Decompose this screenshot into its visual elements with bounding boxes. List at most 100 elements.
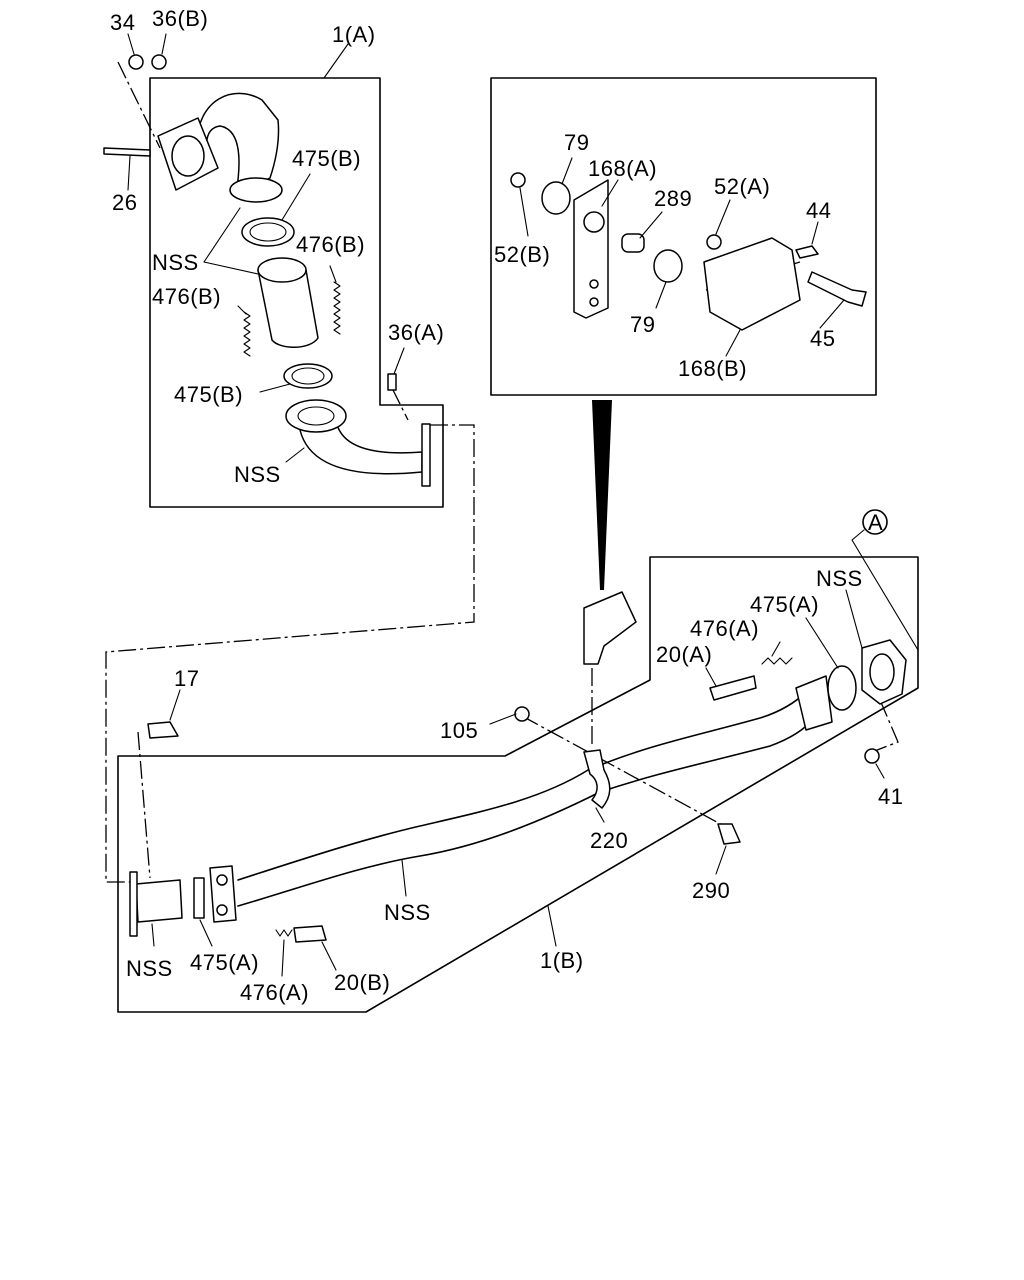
- bracket-168b: [703, 237, 801, 331]
- bolt-17: [147, 721, 179, 739]
- callout-44: 44: [806, 198, 831, 223]
- leader-41: [875, 763, 885, 779]
- callout-1a: 1(A): [332, 22, 376, 47]
- callout-168b: 168(B): [678, 356, 747, 381]
- spring-476a-upper: [761, 657, 793, 665]
- callout-475a-upper: 475(A): [750, 592, 819, 617]
- bolt-44: [795, 245, 819, 259]
- flange-center-line: [871, 699, 899, 753]
- leader-1a: [323, 43, 349, 79]
- callout-36a: 36(A): [388, 320, 444, 345]
- front-pipe-flange-plate-left: [129, 871, 138, 937]
- leader-20a: [705, 667, 717, 687]
- leader-79-lower: [655, 281, 667, 309]
- leader-26: [127, 155, 131, 191]
- hanger-bracket-bolt-hole-2: [589, 297, 599, 307]
- callout-168a: 168(A): [588, 156, 657, 181]
- callout-nss-4: NSS: [384, 900, 431, 925]
- callout-26: 26: [112, 190, 137, 215]
- leader-475b-lower: [259, 383, 291, 393]
- leader-nss-1: [203, 207, 259, 275]
- callout-476b-right: 476(B): [296, 232, 365, 257]
- leader-nss-4: [401, 859, 407, 897]
- callout-52b: 52(B): [494, 242, 550, 267]
- callout-34: 34: [110, 10, 135, 35]
- callout-36b: 36(B): [152, 6, 208, 31]
- spring-476a-lower: [275, 929, 293, 937]
- leader-79-upper: [561, 157, 573, 185]
- callout-20b: 20(B): [334, 970, 390, 995]
- washer-34: [128, 54, 144, 70]
- callout-20a: 20(A): [656, 642, 712, 667]
- detail-inset-frame: [490, 77, 877, 396]
- callout-476b-left: 476(B): [152, 284, 221, 309]
- callout-220: 220: [590, 828, 628, 853]
- leader-45: [819, 299, 845, 329]
- elbow-flange-hole: [171, 135, 205, 177]
- elbow-outlet-ring: [229, 177, 283, 203]
- spring-476b-left: [243, 311, 251, 357]
- leader-476a-lower: [281, 939, 285, 977]
- callout-41: 41: [878, 784, 903, 809]
- leader-475a-lower: [199, 919, 213, 947]
- leader-nss-3: [845, 589, 863, 649]
- front-pipe-flange-left: [135, 879, 183, 923]
- callout-nss-2: NSS: [234, 462, 281, 487]
- pipe-outlet-flange-right: [795, 675, 833, 731]
- clamp-center-line: [391, 387, 409, 421]
- callout-45: 45: [810, 326, 835, 351]
- hanger-bracket-168a: [573, 179, 609, 319]
- rubber-mount-79-upper: [541, 181, 571, 215]
- leader-476b-left: [237, 305, 247, 315]
- hanger-bracket-bolt-hole-1: [589, 279, 599, 289]
- bolt-290: [717, 823, 741, 845]
- leader-476b-right: [329, 265, 337, 283]
- front-pipe-end-flange: [421, 423, 431, 487]
- nut-52b: [510, 172, 526, 188]
- leader-220: [595, 807, 605, 823]
- callout-475b-upper: 475(B): [292, 146, 361, 171]
- leader-52a: [715, 199, 731, 235]
- leader-36a: [393, 347, 405, 375]
- spring-476b-right: [333, 281, 341, 335]
- leader-105: [489, 713, 517, 725]
- nut-52a: [706, 234, 722, 250]
- leader-476a-upper: [771, 641, 781, 657]
- bolt-center-line-105-290: [521, 715, 725, 827]
- leader-20b: [321, 941, 337, 971]
- front-pipe-lower-edge: [237, 717, 815, 907]
- bolt-20b: [293, 925, 327, 943]
- nut-41: [864, 748, 880, 764]
- group-frame-1b: [117, 556, 919, 1013]
- stud-26: [103, 147, 151, 157]
- rubber-mount-79-lower: [653, 249, 683, 283]
- callout-nss-1: NSS: [152, 250, 199, 275]
- leader-475a-upper: [805, 617, 839, 669]
- leader-168b: [725, 329, 741, 357]
- gasket-475b-lower-inner: [291, 367, 325, 385]
- bolt-center-line-17: [137, 731, 151, 879]
- gasket-475a-lower: [193, 877, 205, 919]
- callout-17: 17: [174, 666, 199, 691]
- hanger-220: [583, 749, 611, 809]
- callout-289: 289: [654, 186, 692, 211]
- reference-circle-a: [862, 509, 888, 535]
- leader-nss-2: [285, 447, 305, 463]
- callout-1b: 1(B): [540, 948, 584, 973]
- callout-475b-lower: 475(B): [174, 382, 243, 407]
- leader-168a: [601, 179, 619, 207]
- gasket-475b-upper: [241, 217, 295, 247]
- clamp-36a: [387, 373, 397, 391]
- leader-52b: [519, 187, 529, 237]
- nut-105: [514, 706, 530, 722]
- callout-475a-lower: 475(A): [190, 950, 259, 975]
- leader-17: [169, 689, 181, 721]
- callout-79-upper: 79: [564, 130, 589, 155]
- bolt-20a: [709, 675, 757, 701]
- callout-476a-upper: 476(A): [690, 616, 759, 641]
- front-pipe-flange-hole: [297, 406, 335, 426]
- gasket-475b-lower: [283, 363, 333, 389]
- gasket-475b-upper-inner: [249, 222, 287, 242]
- elbow-pipe: [195, 92, 280, 195]
